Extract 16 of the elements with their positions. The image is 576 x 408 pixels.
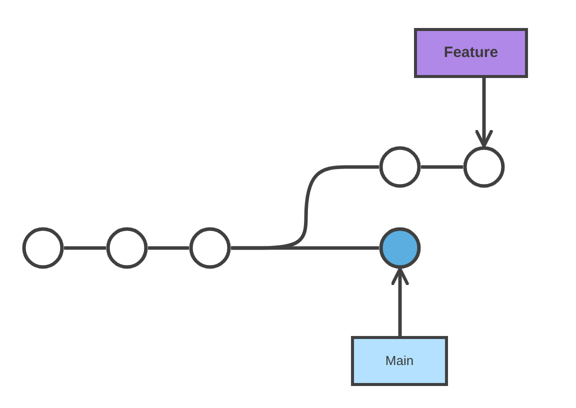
branch-name: Feature	[444, 42, 498, 63]
branch-line	[148, 246, 189, 250]
commit-circle	[189, 227, 231, 269]
commit-circle	[106, 227, 148, 269]
arrow	[391, 267, 409, 336]
commit-circle	[463, 146, 505, 188]
branch-line	[421, 165, 463, 169]
commit-circle	[379, 227, 421, 269]
commit-circle	[22, 227, 64, 269]
commit-circle	[379, 146, 421, 188]
branch-label-box	[414, 28, 528, 78]
branch-label-box	[351, 336, 448, 386]
arrow	[475, 78, 493, 148]
branch-line	[231, 165, 379, 250]
branch-name: Main	[385, 352, 414, 370]
branch-line	[64, 246, 106, 250]
